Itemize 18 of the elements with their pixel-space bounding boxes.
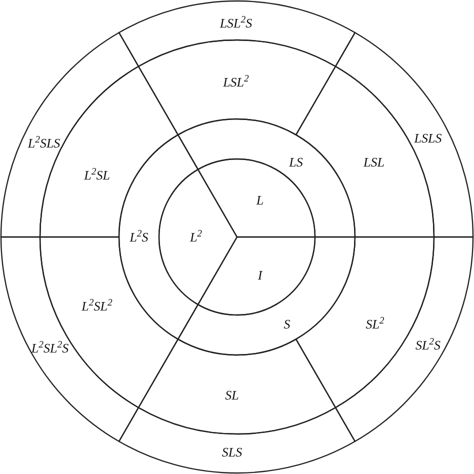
region-label: L$^{2}$SL$^{2}$ bbox=[82, 300, 112, 312]
region-label: SL$^{2}$S bbox=[415, 338, 441, 352]
region-label: LSL bbox=[364, 156, 384, 168]
region-label: I bbox=[258, 268, 262, 282]
region-label: SL$^{2}$ bbox=[366, 318, 384, 330]
region-label: LS bbox=[289, 156, 303, 168]
region-label: LSL$^{2}$ bbox=[223, 76, 249, 88]
region-label: SL bbox=[225, 388, 239, 402]
region-label: L$^{2}$SL bbox=[84, 168, 110, 182]
region-label: L bbox=[256, 194, 264, 206]
region-label: L$^{2}$SLS bbox=[28, 136, 60, 150]
region-label: SLS bbox=[222, 446, 242, 458]
region-label: S bbox=[284, 318, 290, 330]
region-label: L$^{2}$SL$^{2}$S bbox=[31, 342, 69, 354]
region-label: L$^{2}$S bbox=[130, 230, 148, 244]
region-label: LSLS bbox=[414, 132, 442, 144]
region-label: L$^{2}$ bbox=[190, 230, 202, 244]
region-label: LSL$^{2}$S bbox=[220, 16, 252, 30]
